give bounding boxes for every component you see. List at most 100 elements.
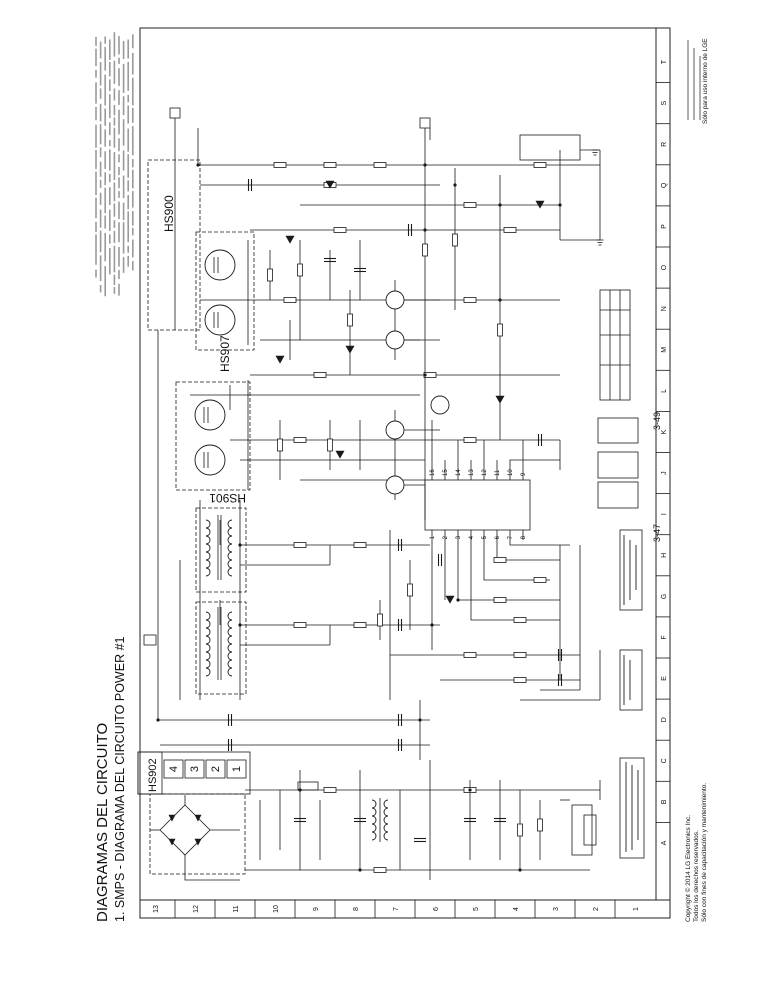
ic-pin-number: 2 — [443, 535, 449, 539]
grid-column-label: H — [661, 553, 668, 558]
output-connector — [571, 804, 593, 856]
resistor — [513, 677, 527, 683]
grid-row-label: 4 — [513, 907, 520, 911]
transistor-symbol — [385, 420, 405, 440]
resistor — [333, 227, 347, 233]
junction-dot — [358, 868, 362, 872]
junction-dot — [196, 163, 200, 167]
diode — [285, 235, 295, 244]
drawing-frame — [139, 27, 671, 919]
junction-dot — [156, 718, 160, 722]
ic-pin-number: 7 — [508, 535, 514, 539]
bridge-rectifier — [159, 804, 211, 856]
resistor — [513, 652, 527, 658]
resistor — [463, 297, 477, 303]
resistor — [353, 542, 367, 548]
resistor — [463, 202, 477, 208]
grid-column-label: I — [661, 513, 668, 515]
grid-column-label: L — [661, 389, 668, 393]
hs902-terminal-cell — [205, 759, 226, 779]
ic-pin-number: 8 — [521, 535, 527, 539]
resistor — [283, 297, 297, 303]
diode — [325, 180, 335, 189]
hs907-label: HS907 — [218, 335, 232, 372]
transistor-symbol — [385, 330, 405, 350]
connector-block — [597, 417, 639, 444]
junction-dot — [456, 598, 460, 602]
diode — [495, 395, 505, 404]
outer-border — [139, 27, 671, 919]
grid-column-label: T — [661, 59, 668, 64]
grid-row-label: 1 — [633, 907, 640, 911]
resistor — [463, 437, 477, 443]
resistor — [407, 583, 413, 597]
grid-row-label: 10 — [273, 905, 280, 913]
resistor — [313, 372, 327, 378]
grid-column-label: N — [661, 306, 668, 311]
junction-dot — [453, 183, 457, 187]
grid-column-label: A — [661, 840, 668, 845]
bridge-diode — [194, 814, 202, 822]
grid-row-label: 5 — [473, 907, 480, 911]
resistor — [293, 622, 307, 628]
grid-column-label: G — [661, 594, 668, 599]
grid-column-label: E — [661, 676, 668, 681]
transformer-winding — [371, 799, 377, 841]
bridge-diode — [168, 814, 176, 822]
resistor — [533, 162, 547, 168]
connector-terminal — [169, 107, 181, 119]
junction-dot — [558, 203, 562, 207]
grid-row-label: 2 — [593, 907, 600, 911]
bridge-rectifier-outline — [149, 793, 246, 875]
page-ref-lower: 3-47 — [652, 524, 662, 542]
connector-block — [597, 481, 639, 509]
grid-row-label: 3 — [553, 907, 560, 911]
diode — [535, 200, 545, 209]
wire — [457, 530, 560, 601]
revision-table — [599, 289, 631, 401]
junction-dot — [238, 543, 242, 547]
hs902-terminal-cell — [163, 759, 184, 779]
connector-block — [597, 451, 639, 479]
junction-dot — [423, 163, 427, 167]
resistor — [293, 437, 307, 443]
resistor — [353, 622, 367, 628]
junction-dot — [518, 868, 522, 872]
resistor — [452, 233, 458, 247]
note-box — [619, 529, 643, 611]
diagram-title: DIAGRAMAS DEL CIRCUITO — [94, 723, 111, 922]
ic-pin-number: 13 — [469, 469, 475, 476]
grid-row-label: 6 — [433, 907, 440, 911]
junction-dot — [238, 623, 242, 627]
footer-purpose: Sólo con fines de capacitación y manteni… — [701, 783, 708, 922]
resistor — [297, 263, 303, 277]
hs902-terminal-number: 3 — [189, 766, 201, 772]
transformer-winding — [227, 611, 233, 677]
component-outlines — [137, 107, 645, 875]
grid-row-label: 13 — [153, 905, 160, 913]
ic-pin-number: 5 — [482, 535, 488, 539]
grid-column-label: P — [661, 224, 668, 229]
junction-dot — [468, 788, 472, 792]
grid-row-label: 9 — [313, 907, 320, 911]
transformer-winding — [205, 611, 211, 677]
ic-pin-number: 1 — [430, 535, 436, 539]
resistor — [267, 268, 273, 282]
hs907-outline — [195, 231, 255, 351]
wire — [470, 530, 560, 621]
components — [156, 149, 604, 873]
safety-notes-block — [95, 32, 639, 852]
grid-column-label: C — [661, 758, 668, 763]
grid-column-label: F — [661, 635, 668, 639]
resistor — [347, 313, 353, 327]
grid-column-label: K — [661, 429, 668, 434]
junction-dot — [423, 373, 427, 377]
note-box — [619, 649, 643, 711]
grid-row-label: 7 — [393, 907, 400, 911]
top-right-component-box — [519, 134, 581, 161]
hs901-outline — [175, 381, 251, 491]
diode — [345, 345, 355, 354]
transistor-symbol — [385, 475, 405, 495]
resistor — [537, 818, 543, 832]
